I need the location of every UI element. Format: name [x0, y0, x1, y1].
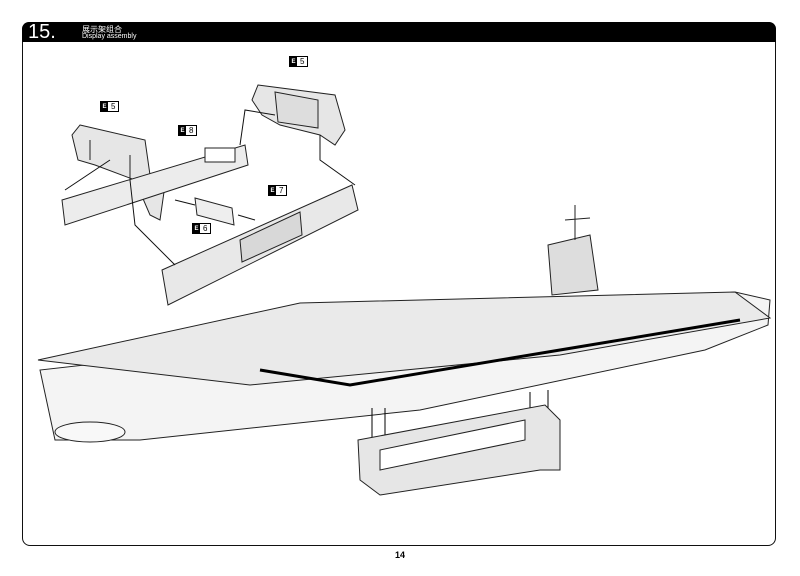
aircraft-carrier-model [37, 205, 772, 443]
assembly-arrows [64, 109, 356, 266]
stand-spacer-e6 [194, 197, 235, 226]
step-title-cn: 展示架组合 [82, 25, 122, 34]
assembled-display-stand [357, 404, 561, 496]
step-title-en: Display assembly [82, 33, 137, 40]
page-number: 14 [394, 550, 405, 560]
step-header: 15. 展示架组合 Display assembly [22, 21, 776, 43]
stand-side-rail-e8 [61, 144, 249, 226]
step-number: 15. [28, 21, 56, 43]
stand-end-piece-right [251, 84, 346, 146]
stand-side-rail-e7 [161, 184, 359, 306]
